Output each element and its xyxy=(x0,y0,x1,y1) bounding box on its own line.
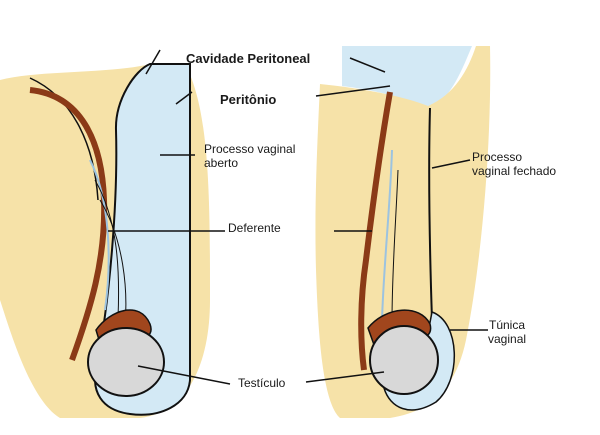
label-tunica-vaginalis-line1: Túnica xyxy=(489,318,526,332)
right-peritoneal-cavity xyxy=(342,46,472,108)
label-vaginal-process-closed: Processo vaginal fechado xyxy=(472,150,556,178)
leader-lines xyxy=(108,49,488,385)
label-testicle: Testículo xyxy=(238,376,286,390)
right-spermatic-cord xyxy=(358,91,393,371)
label-vas-deferens: Deferente xyxy=(228,221,281,235)
label-tunica-vaginalis-line2: vaginal xyxy=(488,332,527,346)
right-cord-branch-2 xyxy=(391,169,399,323)
label-vaginal-process-closed-line2: vaginal fechado xyxy=(472,164,557,178)
label-vaginal-process-open-line1: Processo vaginal xyxy=(204,142,296,156)
label-vaginal-process-open-line2: aberto xyxy=(204,156,239,170)
leader-testicle-right xyxy=(305,371,385,383)
label-vaginal-process-open: Processo vaginal aberto xyxy=(204,142,295,170)
right-cord-branch-1 xyxy=(381,149,393,321)
left-cord-branch-2 xyxy=(94,179,120,319)
label-tunica-vaginalis: Túnica vaginal xyxy=(488,318,526,346)
label-peritoneal-cavity: Cavidade Peritoneal xyxy=(186,51,311,66)
leader-peritoneal-cavity-left xyxy=(145,49,161,75)
leader-peritoneal-cavity-right xyxy=(349,57,386,73)
left-cord-branch-1 xyxy=(89,159,110,311)
leader-vaginal-process-closed xyxy=(431,159,471,169)
left-figure xyxy=(0,63,210,418)
right-figure xyxy=(315,46,491,418)
left-testicle xyxy=(87,327,165,397)
label-vaginal-process-closed-line1: Processo xyxy=(472,150,523,164)
leader-peritoneum-right xyxy=(315,85,391,97)
right-testicle xyxy=(369,325,439,395)
label-peritoneum: Peritônio xyxy=(220,92,277,107)
leader-testicle-left xyxy=(137,365,231,385)
right-closed-vaginal-process xyxy=(428,107,433,321)
left-skin-outline xyxy=(29,77,99,201)
leader-peritoneum-left xyxy=(175,91,193,105)
